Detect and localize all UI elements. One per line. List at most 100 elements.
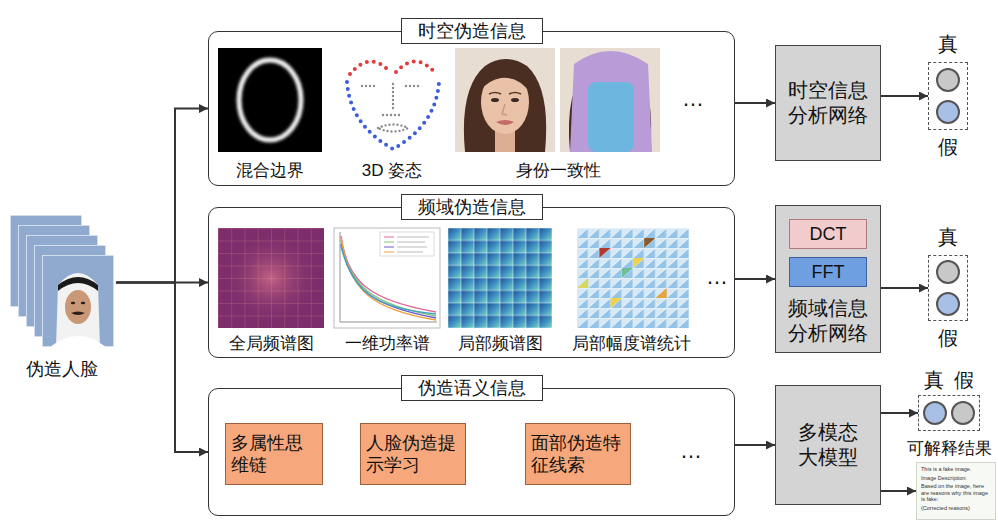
identity-faces <box>455 48 660 152</box>
node-text: 面部伪造特 征线索 <box>531 432 625 477</box>
face-stack <box>10 215 114 347</box>
ellipsis-label: … <box>706 266 728 288</box>
analysis-network-box: 频域信息 分析网络 DCT FFT <box>775 205 881 353</box>
arrow-connector <box>116 283 208 453</box>
node-text: 假 <box>938 326 958 351</box>
blend-boundary-image <box>218 48 322 152</box>
forged-face-stack: 伪造人脸 <box>8 212 116 350</box>
node-text: 时空信息 分析网络 <box>784 78 872 128</box>
pose-landmarks <box>347 61 439 149</box>
identity-faces <box>560 48 660 152</box>
info-panel: 频域伪造信息全局频谱图一维功率谱局部频谱图局部幅度谱统计 <box>208 207 735 358</box>
amplitude-statistics-image <box>655 288 666 298</box>
node-text: 频域信息 分析网络 <box>784 296 872 346</box>
power-spectrum-plot <box>384 242 394 243</box>
arrow-connector <box>735 102 775 104</box>
global-spectrum-image <box>218 228 324 328</box>
blend-boundary-image <box>239 60 301 140</box>
arrow-connector <box>881 412 918 414</box>
node-text: Image Description: <box>921 475 991 482</box>
power-spectrum-plot <box>341 236 436 312</box>
feature-thumbnail: 3D 姿态 <box>336 47 448 181</box>
node-text: 多模态 大模型 <box>790 420 866 470</box>
node-text: 局部频谱图 <box>458 333 543 354</box>
node-text: 真 <box>938 225 958 250</box>
node-text: 假 <box>954 368 974 393</box>
global-spectrum-image <box>218 228 324 328</box>
semantic-cue-box: 人脸伪造提 示学习 <box>360 423 466 485</box>
node-text: DCT <box>810 223 847 246</box>
amplitude-statistics-image <box>599 248 610 258</box>
pose-landmarks <box>350 61 390 74</box>
arrow-connector <box>881 95 928 97</box>
amplitude-statistics-image <box>577 278 588 288</box>
node-text: 频域伪造信息 <box>401 194 543 220</box>
blend-boundary-image <box>218 48 322 152</box>
feature-thumbnail: 一维功率谱 <box>330 226 444 354</box>
power-spectrum-plot <box>340 232 437 322</box>
output-circles <box>952 402 974 424</box>
power-spectrum-plot <box>380 232 434 256</box>
explanation-snippet: This is a fake image. Image Description:B… <box>916 462 996 520</box>
arrow-connector <box>881 287 928 289</box>
ellipsis-label: … <box>682 88 704 110</box>
power-spectrum-plot <box>334 228 440 328</box>
amplitude-statistics-image <box>577 228 689 328</box>
ellipsis-label: … <box>680 440 702 462</box>
output-circles <box>937 69 959 91</box>
global-spectrum-image <box>218 228 324 328</box>
node-text: 可解释结果 <box>907 438 992 459</box>
pose-landmarks <box>362 85 422 87</box>
output-circles <box>937 261 959 283</box>
node-text: 人脸伪造提 示学习 <box>366 432 460 477</box>
node-text: 全局频谱图 <box>229 333 314 354</box>
node-text: Based on the image, here are reasons why… <box>921 483 991 503</box>
pose-landmarks <box>396 61 436 74</box>
node-text: 混合边界 <box>236 160 304 181</box>
local-spectrum-image <box>448 228 552 328</box>
identity-faces <box>588 82 634 152</box>
node-text: 真 <box>924 368 944 393</box>
power-spectrum-plot <box>384 252 394 253</box>
explainable-output: 真假可解释结果 <box>918 395 980 431</box>
identity-faces <box>455 48 555 152</box>
node-text: 真 <box>938 32 958 57</box>
amplitude-statistics-image <box>577 228 689 328</box>
pose-landmarks <box>383 84 403 115</box>
output-circles <box>937 101 959 123</box>
analysis-network-box: 时空信息 分析网络 <box>775 45 881 161</box>
large-model-box: 多模态 大模型 <box>775 385 881 505</box>
arrow-connector <box>735 444 775 446</box>
feature-thumbnail: 混合边界 <box>218 47 322 181</box>
face-stack <box>42 255 114 347</box>
node-text: 局部幅度谱统计 <box>572 333 691 354</box>
output-circles <box>924 402 946 424</box>
transform-box: DCT <box>789 219 867 249</box>
feature-thumbnail: 局部幅度谱统计 <box>558 226 704 354</box>
arrow-connector <box>116 109 208 283</box>
node-text: 3D 姿态 <box>362 160 422 181</box>
node-text: 身份一致性 <box>516 160 601 181</box>
pose-landmarks <box>347 82 439 149</box>
transform-box: FFT <box>789 257 867 287</box>
arrow-connector <box>735 278 775 280</box>
pose-landmarks <box>378 125 408 132</box>
semantic-cue-box: 多属性思 维链 <box>225 423 323 485</box>
power-spectrum-plot <box>397 237 429 252</box>
semantic-cue-box: 面部伪造特 征线索 <box>525 423 631 485</box>
power-spectrum-plot <box>384 237 394 238</box>
amplitude-statistics-image <box>622 268 633 278</box>
power-spectrum-plot <box>384 247 394 248</box>
amplitude-statistics-image <box>644 238 655 248</box>
node-text: 时空伪造信息 <box>401 18 543 44</box>
power-spectrum-plot <box>334 228 440 328</box>
arrow-connector <box>881 490 916 492</box>
node-text: 多属性思 维链 <box>231 432 317 477</box>
node-text: 伪造语义信息 <box>401 375 543 401</box>
global-spectrum-image <box>218 228 324 328</box>
real-fake-output: 真假 <box>928 62 968 130</box>
node-text: This is a fake image. <box>921 466 991 473</box>
info-panel: 时空伪造信息混合边界3D 姿态身份一致性 <box>208 31 735 186</box>
node-text: 一维功率谱 <box>345 333 430 354</box>
